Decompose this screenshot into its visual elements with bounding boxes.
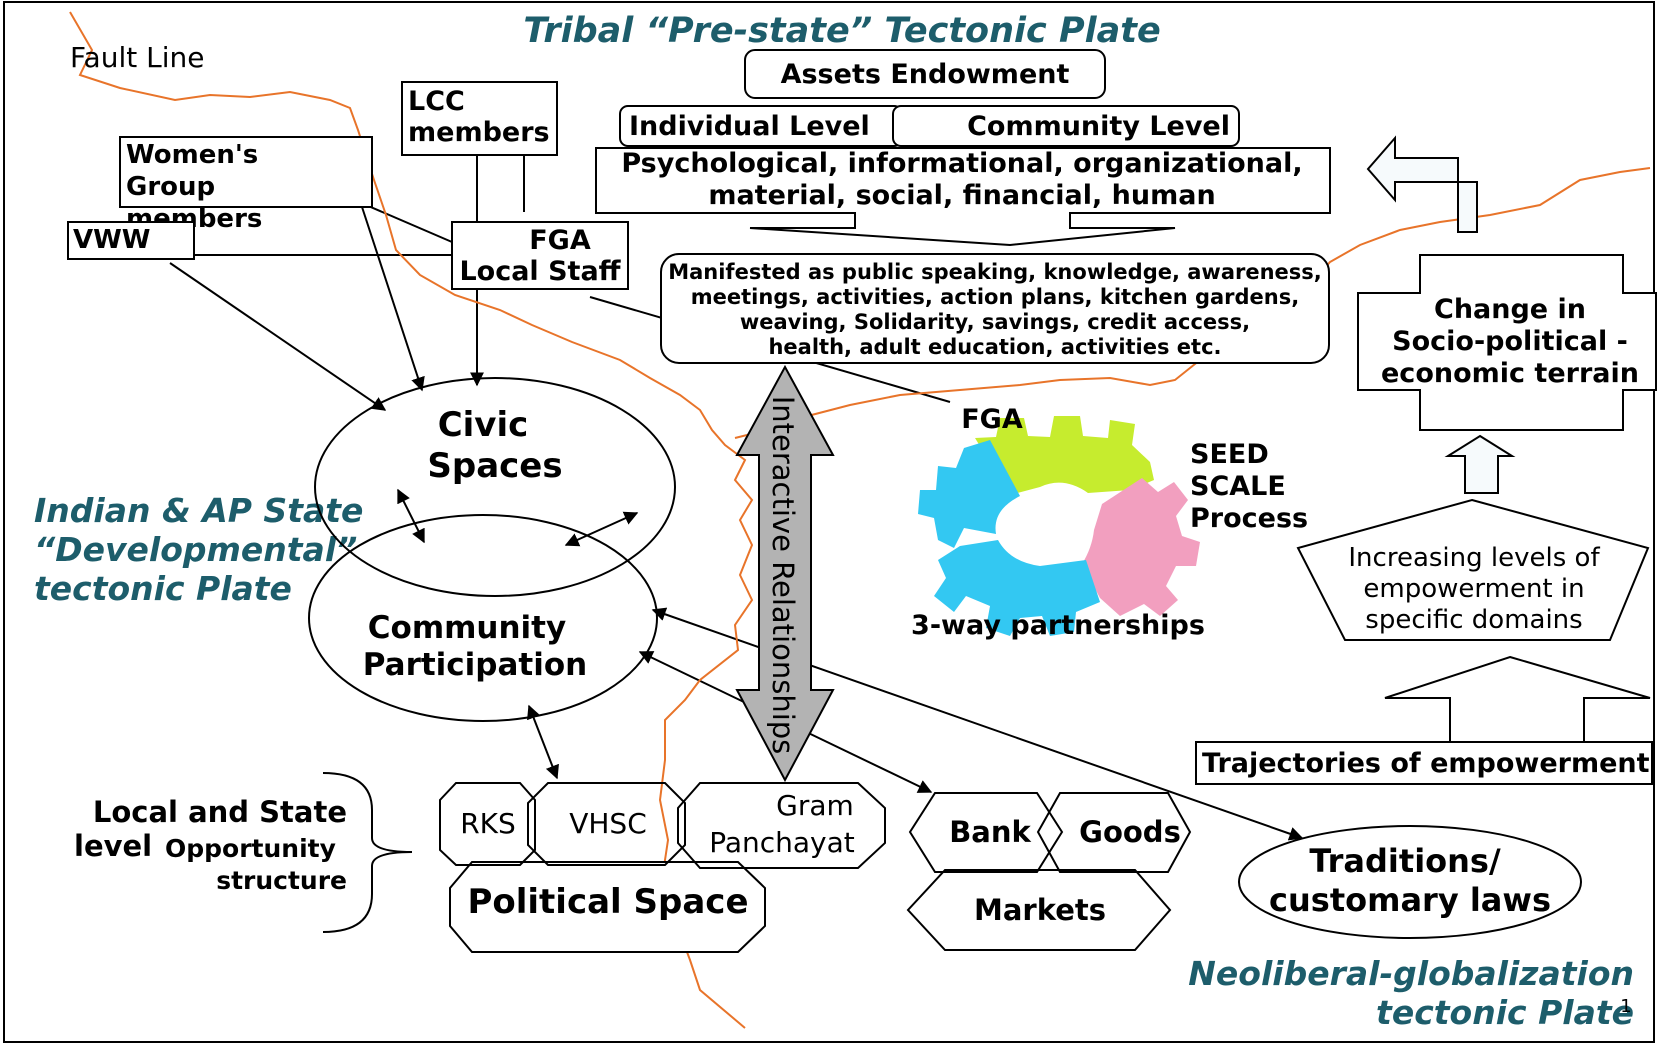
svg-text:Trajectories of empowerment: Trajectories of empowerment — [1202, 748, 1650, 779]
tribal-plate-title: Tribal “Pre-state” Tectonic Plate — [523, 11, 1160, 51]
arrow-women-to-civic — [361, 206, 425, 392]
assets-endowment-box: Assets Endowment — [744, 49, 1106, 99]
svg-text:Indian & AP State: Indian & AP State — [34, 491, 363, 530]
fga-local-staff-box: FGA Local Staff — [451, 221, 629, 290]
svg-text:VWW: VWW — [73, 225, 150, 255]
svg-text:Socio-political -: Socio-political - — [1392, 326, 1628, 357]
svg-text:FGA: FGA — [529, 225, 591, 256]
svg-text:Panchayat: Panchayat — [709, 826, 855, 859]
svg-text:SCALE: SCALE — [1190, 471, 1286, 502]
community-level-box: Community Level — [892, 105, 1240, 147]
svg-text:Psychological, informational,: Psychological, informational, organizati… — [621, 148, 1302, 179]
arrow-overlap-right — [564, 511, 639, 547]
svg-text:weaving, Solidarity, savings,: weaving, Solidarity, savings, credit acc… — [740, 310, 1250, 334]
svg-text:Markets: Markets — [974, 893, 1106, 927]
svg-text:Community: Community — [368, 610, 566, 646]
arrow-vww-to-civic — [169, 262, 387, 411]
svg-text:Political Space: Political Space — [467, 882, 748, 922]
svg-text:Gram: Gram — [776, 789, 854, 822]
manifested-as-box: Manifested as public speaking, knowledge… — [660, 253, 1330, 364]
fault-line-label: Fault Line — [70, 41, 204, 74]
svg-text:structure: structure — [216, 866, 347, 895]
fault-line-main — [69, 11, 754, 1029]
neoliberal-plate-label: Neoliberal-globalization tectonic Plate — [1188, 954, 1634, 1032]
svg-text:Change in: Change in — [1434, 294, 1586, 325]
civic-spaces-ellipse: Civic Spaces — [314, 377, 676, 597]
svg-text:empowerment in: empowerment in — [1363, 574, 1584, 604]
arrow-overlap-left — [397, 488, 425, 544]
asset-types-callout: Psychological, informational, organizati… — [595, 147, 1331, 247]
svg-text:economic terrain: economic terrain — [1381, 358, 1639, 389]
svg-text:Process: Process — [1190, 503, 1308, 534]
svg-text:LCC: LCC — [408, 86, 465, 117]
interactive-relationships-arrow: Interactive Relationships — [735, 364, 835, 783]
gram-panchayat-octagon: Gram Panchayat — [677, 782, 886, 869]
traditions-ellipse: Traditions/ customary laws — [1238, 825, 1582, 939]
svg-text:Goods: Goods — [1079, 815, 1181, 849]
svg-text:tectonic Plate: tectonic Plate — [1376, 993, 1634, 1032]
svg-text:Traditions/: Traditions/ — [1309, 842, 1501, 880]
bank-hexagon: Bank — [908, 792, 1064, 873]
svg-text:Increasing levels of: Increasing levels of — [1348, 543, 1600, 573]
gear-segment-pink — [1082, 478, 1200, 616]
svg-text:Spaces: Spaces — [427, 446, 562, 486]
seed-scale-gear: FGA SEED SCALE Process 3-way partnership… — [911, 404, 1308, 641]
vhsc-octagon: VHSC — [527, 782, 686, 866]
svg-text:Opportunity: Opportunity — [165, 834, 336, 863]
svg-text:specific domains: specific domains — [1365, 605, 1582, 635]
svg-text:3-way partnerships: 3-way partnerships — [911, 610, 1205, 641]
svg-text:Participation: Participation — [363, 647, 587, 683]
line-women-to-fga — [365, 204, 453, 243]
svg-text:RKS: RKS — [460, 807, 516, 840]
svg-text:Local Staff: Local Staff — [459, 256, 621, 287]
goods-hexagon: Goods — [1036, 792, 1192, 873]
svg-text:customary laws: customary laws — [1269, 881, 1551, 919]
svg-text:VHSC: VHSC — [569, 807, 647, 840]
svg-text:Assets Endowment: Assets Endowment — [781, 59, 1070, 90]
svg-text:level: level — [74, 829, 152, 863]
arrow-participation-to-vhsc — [527, 704, 559, 780]
svg-text:SEED: SEED — [1190, 439, 1269, 470]
change-terrain-box: Change in Socio-political - economic ter… — [1357, 254, 1657, 431]
gear-segment-cyan-left — [918, 440, 1020, 548]
svg-text:Women's: Women's — [126, 140, 258, 170]
community-participation-ellipse: Community Participation — [308, 514, 658, 722]
svg-text:FGA: FGA — [961, 404, 1023, 435]
svg-text:Neoliberal-globalization: Neoliberal-globalization — [1188, 954, 1634, 993]
svg-text:“Developmental”: “Developmental” — [34, 530, 357, 569]
svg-text:Community Level: Community Level — [967, 111, 1230, 142]
gear-segment-lime — [975, 416, 1154, 495]
political-space-octagon: Political Space — [449, 861, 766, 953]
increasing-levels-pentagon: Increasing levels of empowerment in spec… — [1296, 498, 1650, 641]
svg-text:material, social, financial, h: material, social, financial, human — [708, 180, 1215, 211]
lcc-members-box: LCC members — [401, 81, 558, 156]
arrow-participation-to-traditions — [651, 607, 1304, 841]
svg-text:meetings, activities, action p: meetings, activities, action plans, kitc… — [691, 285, 1299, 309]
state-plate-label: Indian & AP State “Developmental” tecton… — [34, 491, 363, 608]
trajectories-arrow: Trajectories of empowerment — [1195, 655, 1653, 785]
up-arrow-small — [1444, 434, 1516, 494]
opportunity-brace — [322, 772, 413, 933]
svg-text:tectonic Plate: tectonic Plate — [34, 569, 292, 608]
womens-group-box: Women's Group members — [119, 136, 373, 234]
markets-hexagon: Markets — [906, 869, 1172, 951]
opportunity-structure-label: Local and State level Opportunity struct… — [74, 795, 347, 895]
gear-segment-cyan-bottom — [934, 540, 1100, 636]
rks-octagon: RKS — [439, 782, 536, 866]
turn-arrow — [1366, 135, 1478, 233]
svg-text:Manifested as public speaking,: Manifested as public speaking, knowledge… — [668, 260, 1322, 284]
svg-text:members: members — [408, 117, 550, 148]
individual-level-box: Individual Level — [619, 105, 903, 147]
svg-text:Individual Level: Individual Level — [629, 111, 870, 142]
svg-text:Civic: Civic — [438, 405, 529, 445]
svg-text:health, adult education, activ: health, adult education, activities etc. — [768, 335, 1221, 359]
svg-text:Interactive Relationships: Interactive Relationships — [766, 396, 800, 755]
slide-border — [3, 1, 1655, 1043]
vww-box: VWW — [67, 221, 195, 260]
page-number: 1 — [1620, 996, 1631, 1017]
svg-text:Group: Group — [126, 172, 215, 202]
svg-text:Local and State: Local and State — [93, 795, 347, 829]
svg-text:Bank: Bank — [949, 815, 1031, 849]
